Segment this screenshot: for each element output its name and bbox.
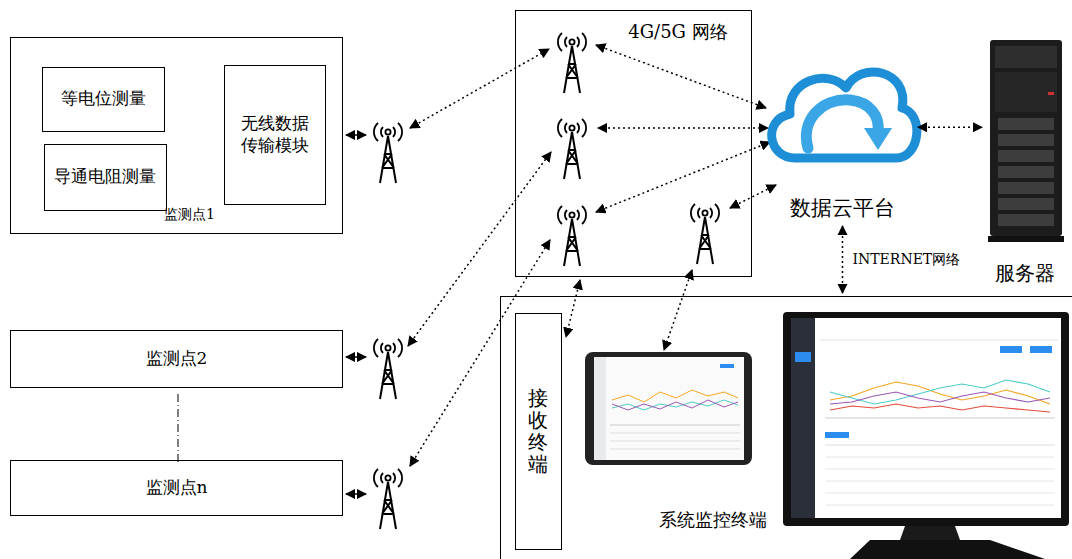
- node-label: 接收终端: [528, 387, 548, 475]
- cloud-icon: [806, 100, 878, 148]
- ellipsis-line: [178, 394, 179, 462]
- monitor-image: [1000, 346, 1022, 353]
- monitor-image: [791, 318, 815, 518]
- receiver-box: 接收终端: [515, 313, 562, 550]
- server: 服务器: [985, 40, 1065, 290]
- monitor-image: [825, 432, 849, 438]
- node-label: 服务器: [985, 261, 1065, 286]
- monitor-image: [795, 352, 811, 362]
- tablet-image: [585, 352, 752, 465]
- tablet-image: [610, 433, 740, 434]
- antenna-tower: [691, 204, 719, 264]
- link-arrow: [346, 135, 366, 494]
- link-arrow: [346, 356, 366, 358]
- monitor-image: [900, 526, 960, 540]
- monitor-image: [825, 469, 1055, 470]
- wireless-link: [598, 127, 768, 129]
- node-label: 监测点2: [140, 348, 214, 369]
- antenna-tower: [558, 119, 586, 179]
- wireless-link: [410, 49, 549, 128]
- node-label: 等电位测量: [55, 88, 152, 109]
- server-image: [988, 236, 1064, 242]
- monitor-image: [850, 540, 1045, 559]
- cloud-icon: [772, 72, 917, 158]
- wireless-link: [596, 45, 766, 108]
- monitor-image: [825, 418, 1055, 419]
- server-image: [998, 214, 1054, 226]
- tablet-image: [594, 357, 744, 460]
- monitor-image: [783, 312, 1069, 526]
- tablet-image: [585, 352, 752, 465]
- monitor-image: [830, 404, 1050, 412]
- tablet-image: [610, 441, 740, 442]
- tablet-image: [610, 449, 740, 450]
- connector: [842, 226, 844, 293]
- tablet-image: [612, 400, 738, 410]
- node-label: 数据云平台: [770, 195, 915, 221]
- ellipsis-line: [178, 394, 179, 462]
- server-image: [995, 46, 1057, 68]
- monitor-image: [791, 318, 1061, 518]
- server-image: [995, 72, 1057, 112]
- antenna-tower: [558, 33, 586, 93]
- tablet-image: [612, 390, 738, 402]
- monitor-point-box: 监测点2: [10, 330, 343, 388]
- tablet-image: [720, 364, 734, 368]
- network-box: 4G/5G 网络: [515, 10, 752, 277]
- server-image: [998, 150, 1054, 162]
- antenna-tower: [374, 469, 402, 529]
- wireless-link: [730, 185, 776, 208]
- monitor-image: [825, 505, 1055, 506]
- tablet-image: [612, 400, 738, 410]
- server-image: [1048, 92, 1054, 95]
- monitor-image: [830, 392, 1050, 404]
- node-label: 4G/5G 网络: [628, 21, 728, 44]
- server-image: [998, 118, 1054, 130]
- monitor-image: [825, 457, 1055, 458]
- node-label: 监测点n: [140, 477, 214, 498]
- server-image: [998, 198, 1054, 210]
- node-label: 导通电阻测量: [48, 166, 162, 187]
- server-image: [988, 40, 1064, 242]
- antenna-tower: [374, 339, 402, 399]
- monitor-point-box: 监测点n: [10, 460, 343, 516]
- cloud-platform: 数据云平台: [770, 55, 915, 223]
- tablet-image: [594, 357, 606, 460]
- monitor-point-box: 监测点1 等电位测量导通电阻测量 无线数据 传输模块: [10, 37, 343, 234]
- monitor-image: [830, 380, 1050, 404]
- terminal-region: 系统监控终端 接收终端: [500, 296, 1072, 559]
- measure-box: 导通电阻测量: [44, 144, 167, 211]
- monitor-image: [825, 493, 1055, 494]
- link-arrow: [346, 134, 366, 136]
- node-label: 监测点1: [164, 206, 215, 224]
- server-image: [998, 182, 1054, 194]
- monitor-image: [820, 340, 1058, 341]
- cloud-icon: [864, 128, 892, 150]
- wireless-module-box: 无线数据 传输模块: [224, 65, 326, 205]
- server-image: [990, 40, 1062, 236]
- link-arrow: [346, 493, 366, 495]
- wireless-link: [566, 280, 580, 337]
- connector: [918, 126, 982, 128]
- monitor-image: [1030, 346, 1052, 353]
- cloud-icon: [772, 72, 917, 158]
- server-image: [998, 166, 1054, 178]
- tablet-image: [610, 425, 740, 426]
- monitor-image: [825, 445, 1055, 446]
- node-label: 系统监控终端: [659, 509, 767, 532]
- monitor-image: [783, 312, 1069, 559]
- monitor-image: [825, 481, 1055, 482]
- edge-label: INTERNET网络: [851, 251, 963, 269]
- antenna-tower: [374, 123, 402, 183]
- wireless-link: [664, 270, 692, 350]
- wireless-link: [408, 152, 551, 346]
- wireless-link: [408, 45, 776, 466]
- node-label: 无线数据 传输模块: [225, 113, 325, 156]
- antenna-tower: [558, 206, 586, 266]
- measure-box: 等电位测量: [42, 67, 165, 132]
- server-image: [998, 134, 1054, 146]
